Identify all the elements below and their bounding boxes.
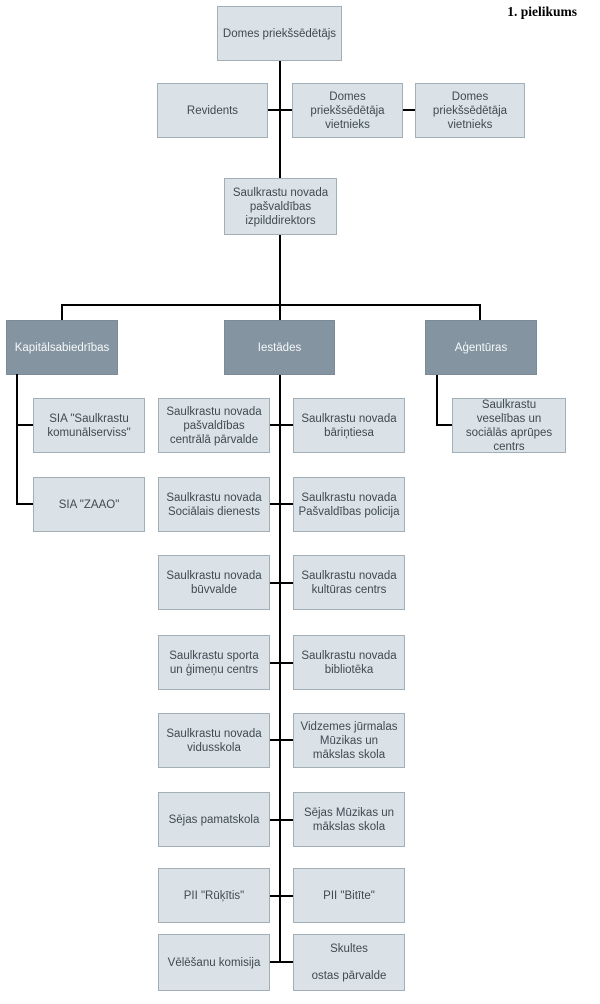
annex-label: 1. pielikums xyxy=(507,4,577,19)
node-deputy-chairman-1: Domes priekšsēdētāja vietnieks xyxy=(292,83,403,138)
connector-drop-agencies xyxy=(479,305,481,320)
branch-companies: Kapitālsabiedrības xyxy=(6,320,118,375)
node-sejas-muzikas-skola: Sējas Mūzikas un mākslas skola xyxy=(293,792,405,847)
node-sejas-pamatskola: Sējas pamatskola xyxy=(158,792,270,847)
node-vidzemes-muzikas-skola: Vidzemes jūrmalas Mūzikas un mākslas sko… xyxy=(293,713,405,768)
node-executive-director: Saulkrastu novada pašvaldības izpilddire… xyxy=(224,178,337,235)
node-veselibas-aprupes-centrs: Saulkrastu veselības un sociālās aprūpes… xyxy=(452,398,566,453)
connector-stub-row-4 xyxy=(270,662,293,664)
branch-agencies: Aģentūras xyxy=(425,320,537,375)
connector-stub-agency-1 xyxy=(436,424,452,426)
connector-stub-row-3 xyxy=(270,582,293,584)
connector-drop-companies xyxy=(61,305,63,320)
connector-stub-row-6 xyxy=(270,819,293,821)
node-vidusskola: Saulkrastu novada vidusskola xyxy=(158,713,270,768)
connector-branch-bar xyxy=(61,304,481,306)
connector-stub-row-2 xyxy=(270,503,293,505)
connector-stub-row-8 xyxy=(270,961,293,963)
node-pasvaldibas-policija: Saulkrastu novada Pašvaldības policija xyxy=(293,477,405,532)
node-buvvalde: Saulkrastu novada būvvalde xyxy=(158,555,270,610)
connector-agencies-spine xyxy=(436,375,438,426)
connector-chairman-director xyxy=(279,61,281,178)
connector-companies-spine xyxy=(16,374,18,505)
node-barintiesa: Saulkrastu novada bāriņtiesa xyxy=(293,398,405,453)
connector-stub-row-5 xyxy=(270,739,293,741)
node-chairman: Domes priekšsēdētājs xyxy=(217,6,342,61)
connector-stub-row-7 xyxy=(270,895,293,897)
node-socialais-dienests: Saulkrastu novada Sociālais dienests xyxy=(158,477,270,532)
branch-institutions: Iestādes xyxy=(224,320,335,375)
connector-auditor-deputy1 xyxy=(268,109,292,111)
node-deputy-chairman-2: Domes priekšsēdētāja vietnieks xyxy=(415,83,525,138)
node-biblioteka: Saulkrastu novada bibliotēka xyxy=(293,635,405,690)
node-kulturas-centrs: Saulkrastu novada kultūras centrs xyxy=(293,555,405,610)
connector-institutions-spine xyxy=(279,375,281,963)
connector-stub-company-2 xyxy=(16,503,33,505)
node-company-zaao: SIA "ZAAO" xyxy=(33,477,145,532)
connector-director-branches xyxy=(279,235,281,320)
connector-stub-row-1 xyxy=(270,424,293,426)
node-pii-rukitis: PII "Rūķītis" xyxy=(158,868,270,923)
node-auditor: Revidents xyxy=(157,83,268,138)
node-skultes-ostas-parvalde: Skultes ostas pārvalde xyxy=(293,934,405,991)
node-sporta-gimenu-centrs: Saulkrastu sporta un ģimeņu centrs xyxy=(158,635,270,690)
node-central-parvalde: Saulkrastu novada pašvaldības centrālā p… xyxy=(158,398,270,453)
node-velesanu-komisija: Vēlēšanu komisija xyxy=(158,934,270,991)
node-company-komunalserviss: SIA "Saulkrastu komunālserviss" xyxy=(33,398,145,453)
node-pii-bitite: PII "Bitīte" xyxy=(293,868,405,923)
connector-deputy1-deputy2 xyxy=(403,109,415,111)
connector-stub-company-1 xyxy=(16,424,33,426)
